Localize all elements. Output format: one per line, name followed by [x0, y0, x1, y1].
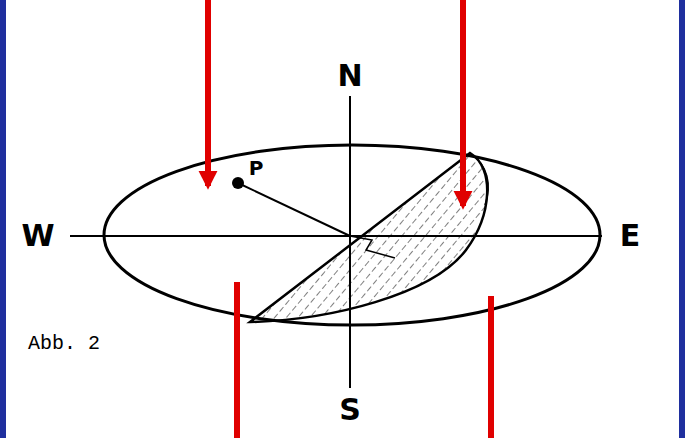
compass-south: S — [339, 395, 361, 425]
shaded-region — [250, 153, 487, 322]
region-edge — [470, 153, 488, 205]
figure-caption: Abb. 2 — [28, 334, 100, 354]
horizon-ellipse — [104, 145, 600, 325]
west-east-axis — [70, 235, 602, 237]
point-ray — [238, 183, 350, 236]
red-line — [488, 296, 494, 438]
compass-west: W — [21, 221, 54, 251]
compass-east: E — [620, 221, 641, 251]
compass-north: N — [337, 61, 362, 91]
point-label: P — [249, 158, 264, 178]
red-arrow — [460, 0, 466, 206]
red-line — [234, 282, 240, 438]
paper — [6, 0, 679, 438]
north-south-axis — [349, 96, 351, 388]
red-arrow — [205, 0, 211, 186]
point-dot — [232, 177, 244, 189]
angle-mark — [350, 236, 395, 258]
